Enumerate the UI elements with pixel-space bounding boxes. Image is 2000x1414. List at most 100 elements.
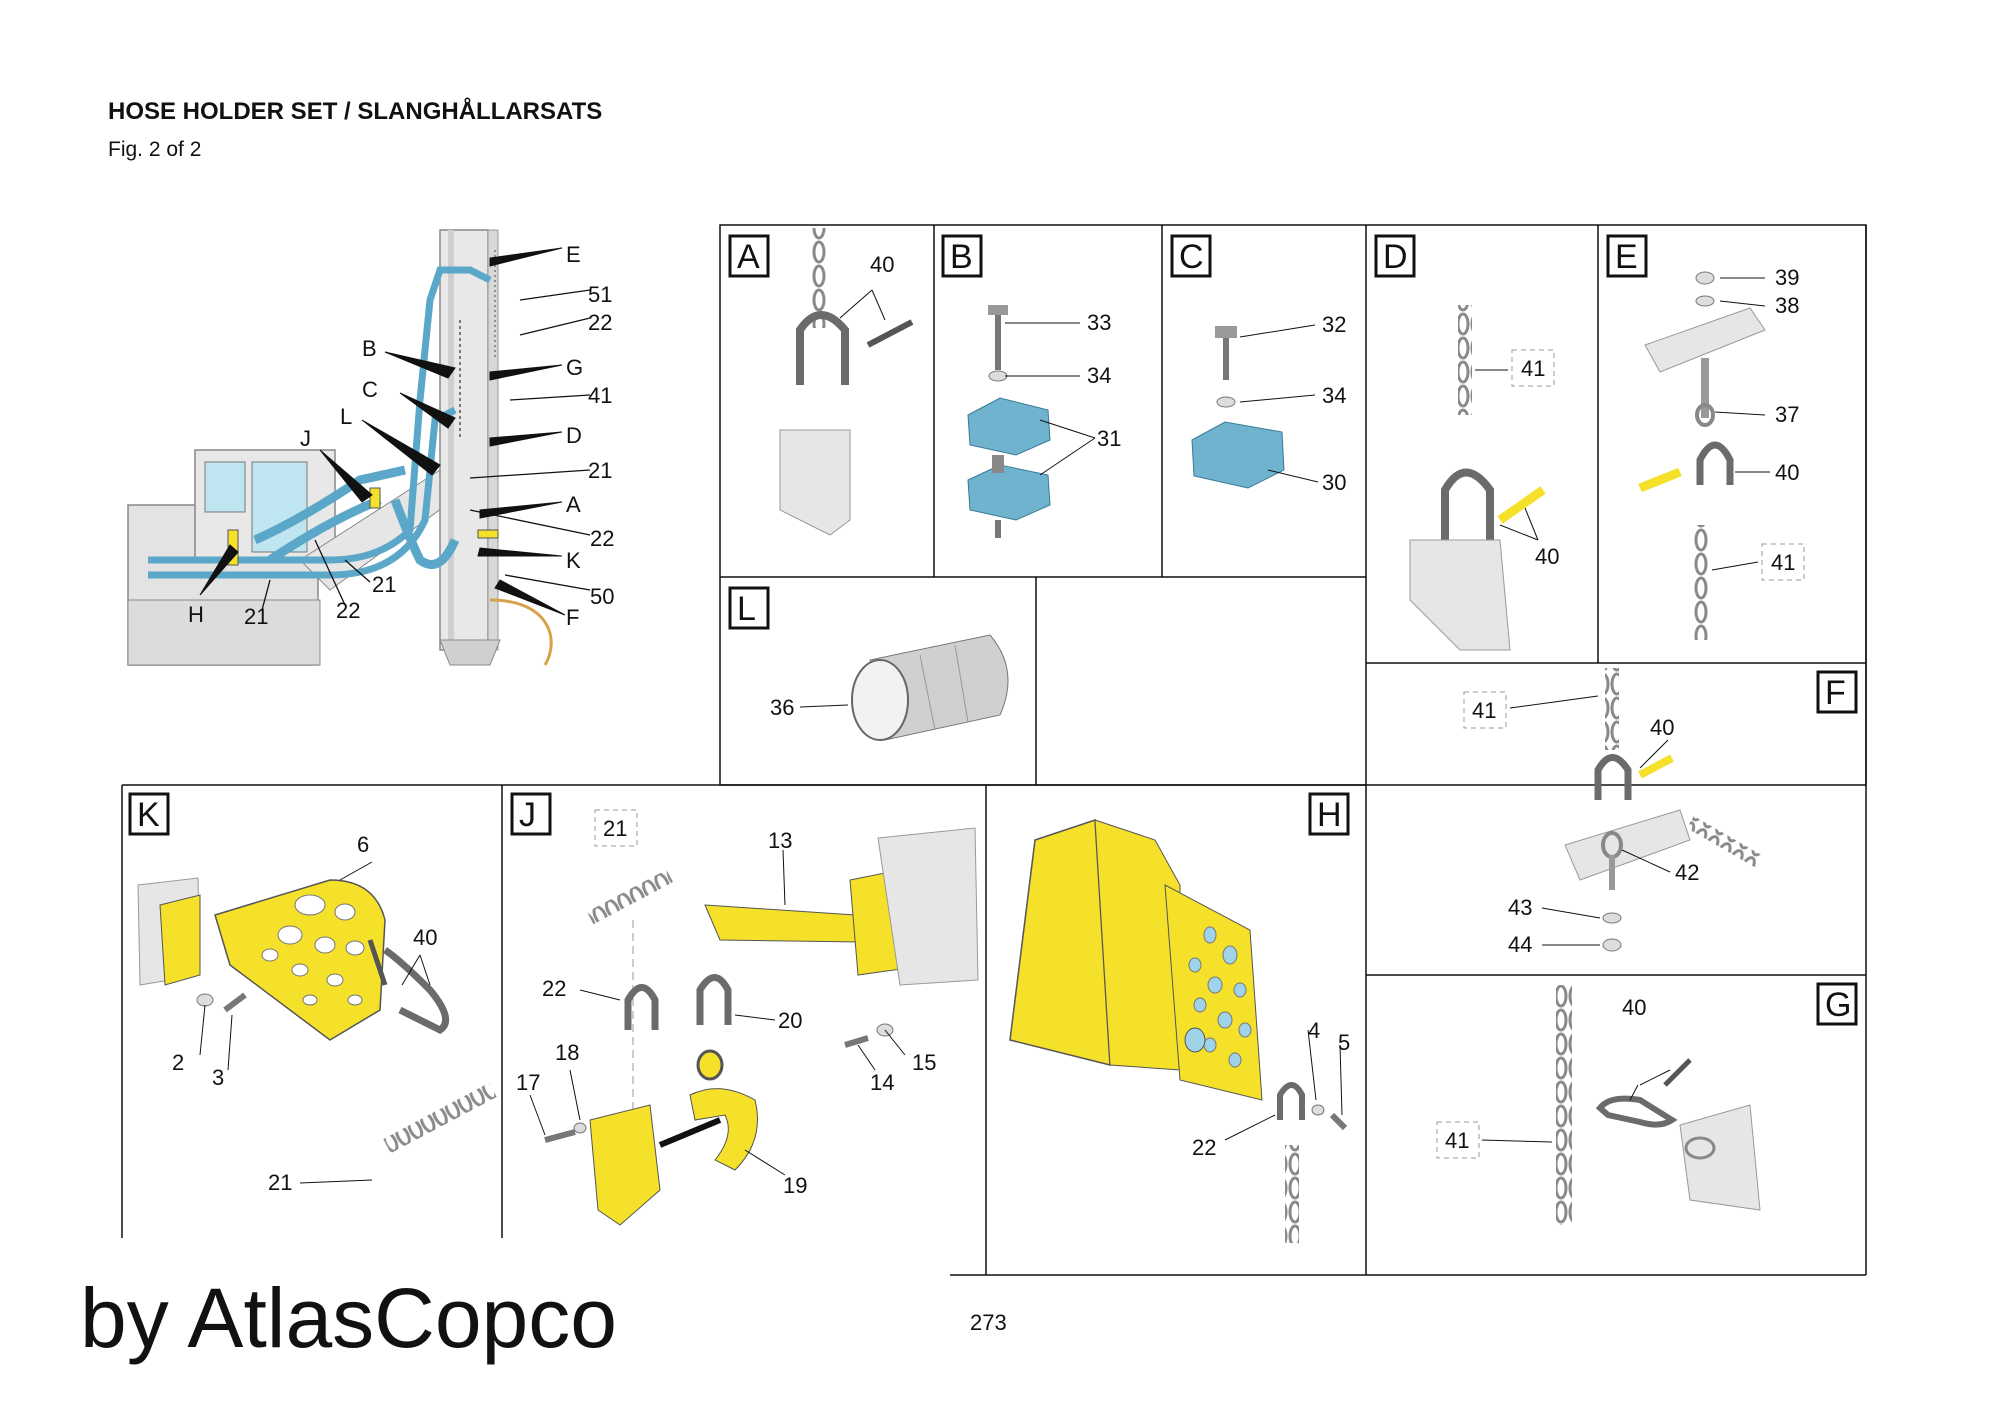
- overview-callout-21a: 21: [372, 572, 396, 597]
- overview-callout-51: 51: [588, 282, 612, 307]
- panel-d: D 41 40: [1374, 234, 1559, 651]
- panel-c-label-30: 30: [1322, 470, 1346, 495]
- panel-a-box: [728, 234, 770, 278]
- panel-k-label-2: 2: [172, 1050, 184, 1075]
- panel-k: K 6 40 2 3 21: [128, 792, 497, 1195]
- panel-b-label-34: 34: [1087, 363, 1111, 388]
- overview-callout-b: B: [362, 336, 377, 361]
- panel-f: F 41 40 42 43 44: [1463, 668, 1858, 957]
- panel-e-label-41: 41: [1771, 550, 1795, 575]
- panel-j: J 21 13 22 20 19 18 17 15 14: [510, 792, 979, 1226]
- overview-callout-e: E: [566, 242, 581, 267]
- panel-k-label-3: 3: [212, 1065, 224, 1090]
- panel-f-box: [1816, 670, 1858, 714]
- panel-k-letter: K: [137, 796, 160, 834]
- panel-e-label-38: 38: [1775, 293, 1799, 318]
- panel-j-label-18: 18: [555, 1040, 579, 1065]
- panel-k-box: [128, 792, 170, 836]
- panel-a: A 40: [728, 228, 914, 536]
- panel-g-label-40: 40: [1622, 995, 1646, 1020]
- panel-b-box: [941, 234, 983, 278]
- panel-b-label-33: 33: [1087, 310, 1111, 335]
- panel-h-label-4: 4: [1308, 1018, 1320, 1043]
- overview-callout-a: A: [566, 492, 581, 517]
- panel-d-letter: D: [1383, 238, 1408, 276]
- panel-l: L 36: [728, 586, 1009, 741]
- panel-a-label-40: 40: [870, 252, 894, 277]
- figure-subtitle: Fig. 2 of 2: [108, 138, 202, 161]
- panel-h-label-22: 22: [1192, 1135, 1216, 1160]
- panel-h-letter: H: [1317, 796, 1342, 834]
- panel-f-label-42: 42: [1675, 860, 1699, 885]
- overview-callout-50: 50: [590, 584, 614, 609]
- panel-e-label-40: 40: [1775, 460, 1799, 485]
- panel-j-label-15: 15: [912, 1050, 936, 1075]
- panel-c-label-34: 34: [1322, 383, 1346, 408]
- panel-h-label-5: 5: [1338, 1030, 1350, 1055]
- overview-callout-g: G: [566, 355, 583, 380]
- panel-j-label-21: 21: [603, 816, 627, 841]
- panel-e: E 39 38 37 40 41: [1606, 234, 1805, 640]
- overview-callout-l: L: [340, 404, 352, 429]
- panel-e-letter: E: [1615, 238, 1638, 276]
- panel-f-label-40: 40: [1650, 715, 1674, 740]
- overview-callout-h: H: [188, 602, 204, 627]
- panel-g-letter: G: [1825, 986, 1851, 1024]
- panel-d-label-40: 40: [1535, 544, 1559, 569]
- panel-f-label-43: 43: [1508, 895, 1532, 920]
- panel-frames: [121, 224, 1867, 1276]
- panel-j-letter: J: [519, 796, 536, 834]
- panel-b-letter: B: [950, 238, 973, 276]
- panel-e-label-39: 39: [1775, 265, 1799, 290]
- overview-callout-22c: 22: [590, 526, 614, 551]
- panel-l-letter: L: [737, 590, 756, 628]
- overview-callout-c: C: [362, 377, 378, 402]
- panel-f-label-44: 44: [1508, 932, 1532, 957]
- panel-j-label-20: 20: [778, 1008, 802, 1033]
- panel-c-label-32: 32: [1322, 312, 1346, 337]
- panel-l-label-36: 36: [770, 695, 794, 720]
- panel-k-label-40: 40: [413, 925, 437, 950]
- panel-b-label-31: 31: [1097, 426, 1121, 451]
- overview-callout-41: 41: [588, 383, 612, 408]
- panel-j-label-22: 22: [542, 976, 566, 1001]
- overview-callout-22a: 22: [336, 598, 360, 623]
- panel-j-box: [510, 792, 552, 836]
- panel-g-box: [1816, 982, 1858, 1026]
- panel-d-box: [1374, 234, 1416, 278]
- panel-g-label-41: 41: [1445, 1128, 1469, 1153]
- panel-l-box: [728, 586, 770, 630]
- panel-h: H 4 5 22: [1009, 792, 1350, 1243]
- panel-a-letter: A: [737, 238, 760, 276]
- panel-c-letter: C: [1179, 238, 1204, 276]
- panel-h-box: [1308, 792, 1350, 836]
- panel-c: C 32 34 30: [1170, 234, 1346, 495]
- overview-callout-j: J: [300, 426, 311, 451]
- overview-callout-21b: 21: [244, 604, 268, 629]
- panel-k-label-21: 21: [268, 1170, 292, 1195]
- panel-e-box: [1606, 234, 1648, 278]
- overview-callout-k: K: [566, 548, 581, 573]
- panel-d-label-41: 41: [1521, 356, 1545, 381]
- panel-e-label-37: 37: [1775, 402, 1799, 427]
- overview-callout-22b: 22: [588, 310, 612, 335]
- panel-j-label-13: 13: [768, 828, 792, 853]
- panel-j-label-17: 17: [516, 1070, 540, 1095]
- overview-machine: [127, 229, 553, 666]
- overview-callout-lines: [199, 247, 591, 616]
- panel-k-label-6: 6: [357, 832, 369, 857]
- panel-f-letter: F: [1825, 674, 1846, 712]
- overview-callout-21c: 21: [588, 458, 612, 483]
- panel-g: G 41 40: [1436, 982, 1858, 1225]
- panel-j-label-14: 14: [870, 1070, 894, 1095]
- panel-c-box: [1170, 234, 1212, 278]
- watermark: by AtlasCopco: [80, 1271, 617, 1365]
- page-number: 273: [970, 1310, 1007, 1335]
- page-title: HOSE HOLDER SET / SLANGHÅLLARSATS: [108, 98, 603, 125]
- panel-j-label-19: 19: [783, 1173, 807, 1198]
- panel-f-label-41: 41: [1472, 698, 1496, 723]
- panel-b: B 33 34 31: [941, 234, 1121, 538]
- overview-callout-d: D: [566, 423, 582, 448]
- overview-callout-f: F: [566, 605, 579, 630]
